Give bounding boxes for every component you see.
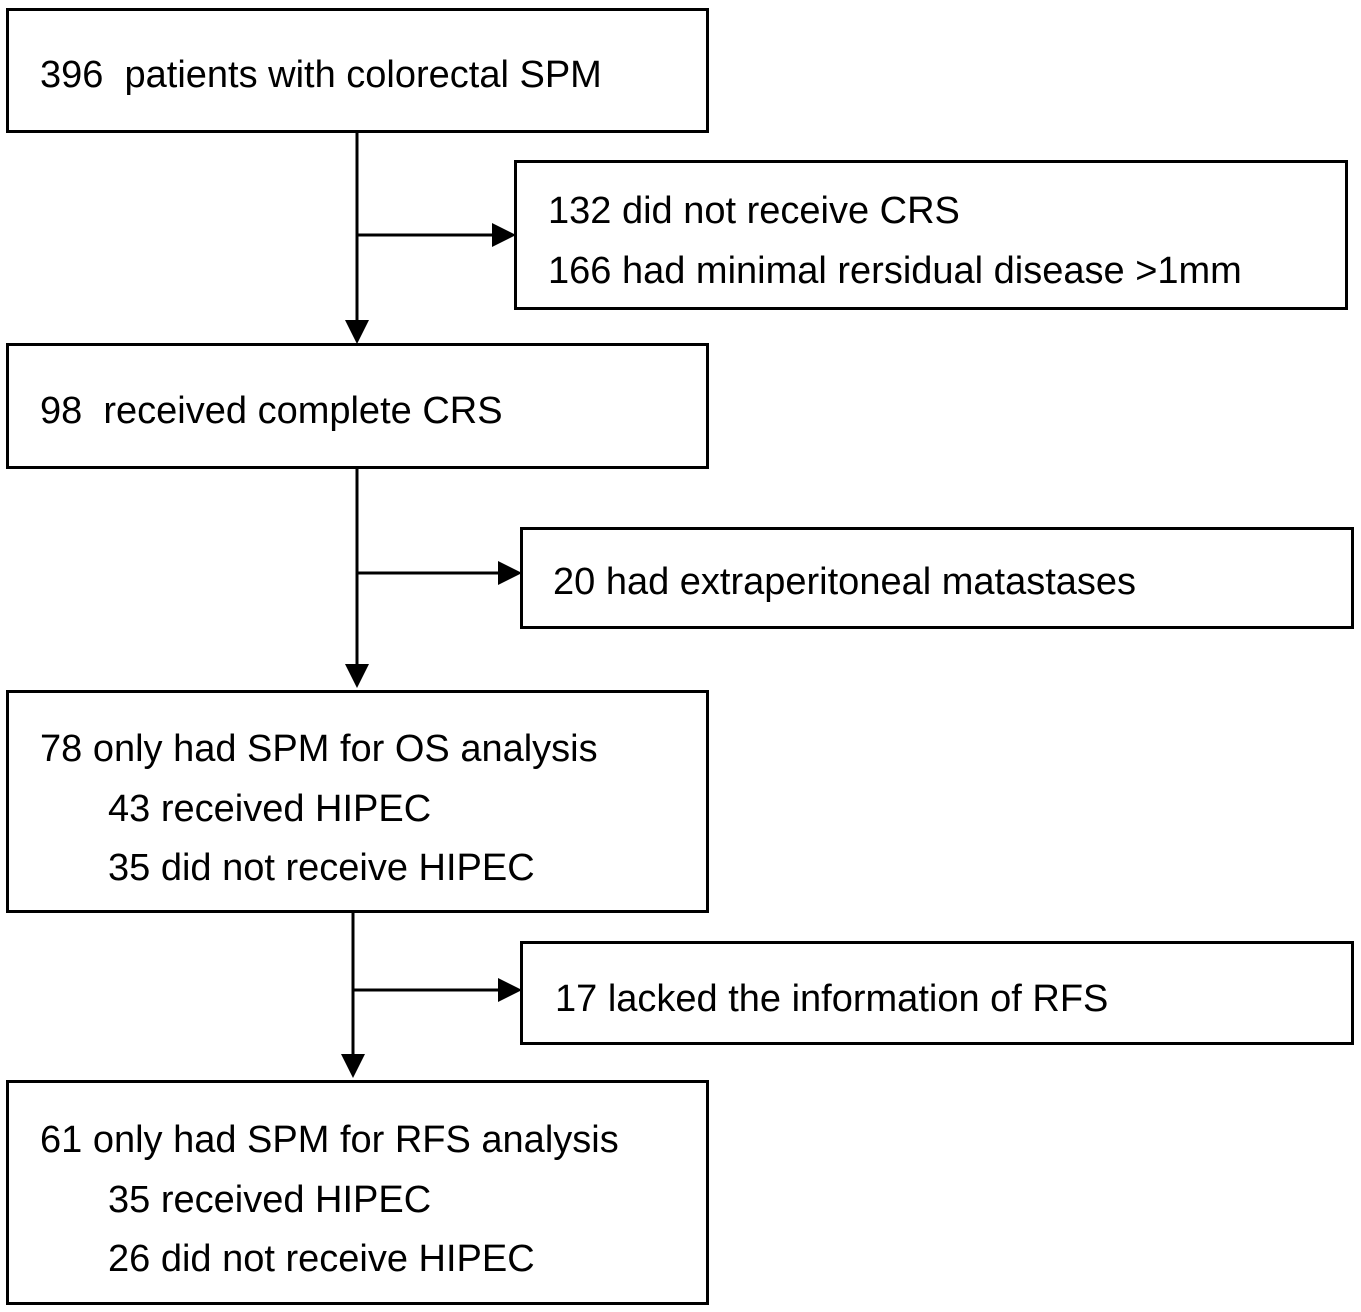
arrowhead-down-2 <box>345 664 369 688</box>
exclusion-box-extraperitoneal: 20 had extraperitoneal matastases <box>520 527 1354 629</box>
step-subtext: 35 did not receive HIPEC <box>108 847 535 889</box>
exclusion-text: 20 had extraperitoneal matastases <box>553 561 1137 603</box>
step-subtext: 43 received HIPEC <box>108 788 432 830</box>
arrowhead-down-3 <box>341 1054 365 1078</box>
step-subtext: 35 received HIPEC <box>108 1179 432 1221</box>
step-box-rfs-analysis: 61 only had SPM for RFS analysis 35 rece… <box>6 1080 709 1305</box>
step-subtext: 26 did not receive HIPEC <box>108 1238 535 1280</box>
arrowhead-right-2 <box>498 561 522 585</box>
step-text: 61 only had SPM for RFS analysis <box>40 1119 619 1161</box>
step-text: 98 received complete CRS <box>40 390 503 432</box>
step-box-os-analysis: 78 only had SPM for OS analysis 43 recei… <box>6 690 709 913</box>
exclusion-text: 17 lacked the information of RFS <box>555 978 1109 1020</box>
exclusion-text: 166 had minimal rersidual disease >1mm <box>548 250 1242 292</box>
step-text: 396 patients with colorectal SPM <box>40 54 602 96</box>
exclusion-text: 132 did not receive CRS <box>548 190 960 232</box>
step-box-complete-crs: 98 received complete CRS <box>6 343 709 469</box>
arrowhead-down-1 <box>345 320 369 344</box>
arrowhead-right-1 <box>492 223 516 247</box>
step-text: 78 only had SPM for OS analysis <box>40 728 598 770</box>
exclusion-box-lacked-rfs: 17 lacked the information of RFS <box>520 941 1354 1045</box>
step-box-initial-cohort: 396 patients with colorectal SPM <box>6 8 709 133</box>
arrowhead-right-3 <box>498 978 522 1002</box>
exclusion-box-no-crs: 132 did not receive CRS 166 had minimal … <box>514 160 1348 310</box>
